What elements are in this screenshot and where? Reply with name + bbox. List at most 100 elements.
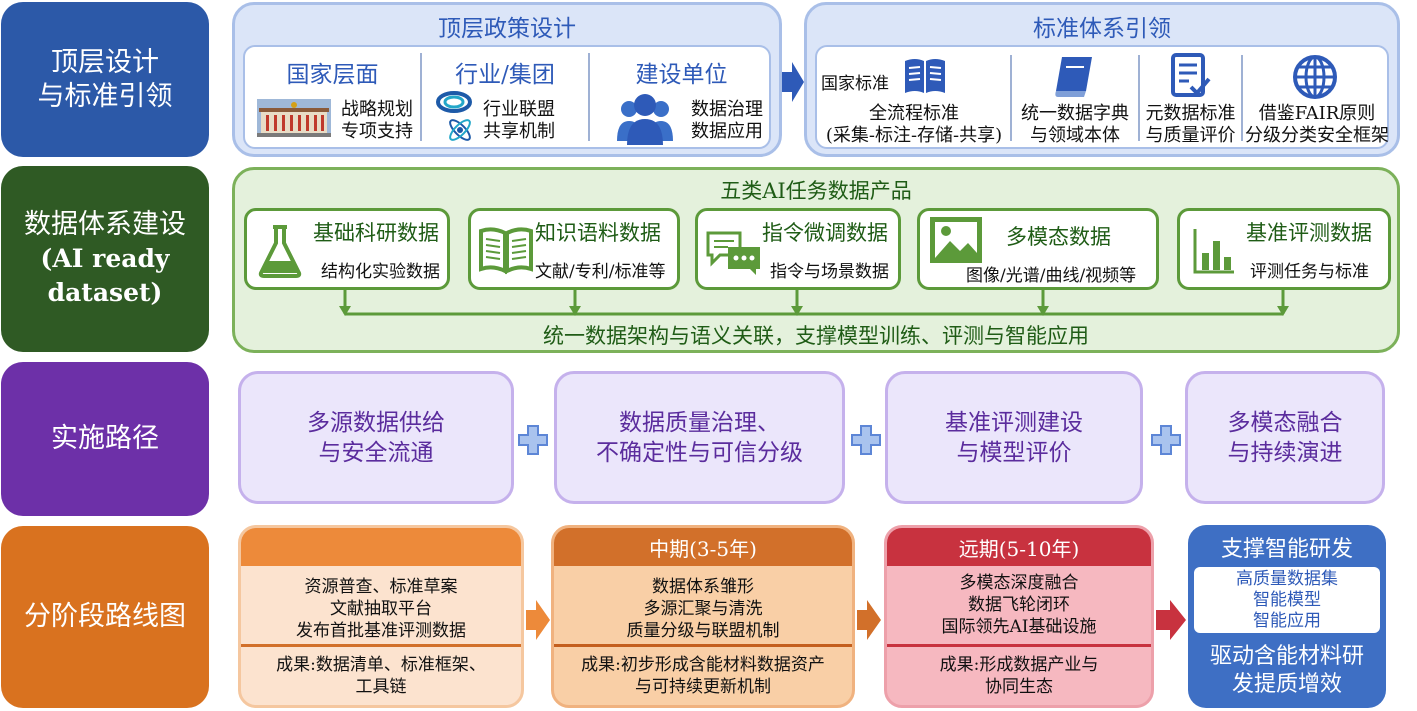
path-box-supply: 多源数据供给 与安全流通 [238,371,514,504]
policy-unit-text: 数据治理 数据应用 [691,99,763,143]
divider [241,644,521,647]
product-box-research: 基础科研数据 结构化实验数据 [244,208,450,290]
product-box-multimodal: 多模态数据 图像/光谱/曲线/视频等 [917,208,1159,290]
text-line: 成果:形成数据产业与 [939,655,1099,675]
text-line: 基准评测建设 [945,409,1083,436]
product-box-instruction: 指令微调数据 指令与场景数据 [695,208,901,290]
text-line: 行业联盟 [483,99,555,120]
row-label-line: 分阶段路线图 [24,601,186,632]
divider [887,644,1151,647]
policy-national-title: 国家层面 [286,62,379,88]
product-sub: 评测任务与标准 [1250,262,1369,282]
standards-title: 标准体系引领 [1033,16,1171,42]
standard-item-1: 全流程标准 (采集-标注-存储-共享) [819,103,1009,147]
text-line: 与持续演进 [1227,439,1343,466]
open-book-icon [903,53,947,97]
row-label-line: dataset) [47,278,163,307]
data-products-panel: 五类AI任务数据产品 基础科研数据 结构化实验数据 知识语料数据 文献/专利/标… [232,167,1400,353]
plus-icon [517,424,549,456]
phase-content: 多模态深度融合 数据飞轮闭环 国际领先AI基础设施 [887,572,1151,638]
people-group-icon [615,89,675,145]
text-line: 统一数据字典 [1021,103,1129,124]
text-line: 分级分类安全框架 [1245,125,1389,146]
standard-item-2: 统一数据字典 与领域本体 [1012,103,1138,147]
support-box: 支撑智能研发 高质量数据集 智能模型 智能应用 驱动含能材料研 发提质增效 [1188,525,1386,708]
row-label-data-system: 数据体系建设 (AI ready dataset) [1,166,209,352]
open-book-icon [479,225,533,275]
dictionary-book-icon [1052,53,1100,101]
text-line: 与领域本体 [1030,125,1120,146]
national-standard-badge: 国家标准 [821,69,889,94]
product-box-benchmark: 基准评测数据 评测任务与标准 [1177,208,1391,290]
text-line: 多模态融合 [1227,409,1343,436]
phase-mid-term: 中期(3-5年) 数据体系雏形 多源汇聚与清洗 质量分级与联盟机制 成果:初步形… [551,525,855,708]
policy-industry-title: 行业/集团 [455,62,555,88]
text-line: 数据体系雏形 [652,577,754,597]
support-item: 智能模型 [1253,590,1321,610]
flask-icon [257,223,303,279]
text-line: 成果:初步形成含能材料数据资产 [581,655,825,675]
text-line: 工具链 [355,677,407,697]
row-label-line: 实施路径 [51,423,159,454]
policy-title: 顶层政策设计 [438,16,576,42]
product-title: 多模态数据 [1006,225,1111,249]
row-label-implementation: 实施路径 [1,362,209,516]
plus-icon [1150,424,1182,456]
text-line: 多模态深度融合 [959,573,1079,593]
product-sub: 指令与场景数据 [770,262,889,282]
product-sub: 结构化实验数据 [321,262,440,282]
right-arrow-icon [782,60,804,104]
data-products-title: 五类AI任务数据产品 [720,179,912,203]
text-line: 数据治理 [691,99,763,120]
standard-item-3: 元数据标准 与质量评价 [1140,103,1241,147]
policy-inner: 国家层面 战略规划 专项支持 行业/集团 [243,45,771,149]
checklist-document-icon [1169,53,1213,101]
phase-content: 资源普查、标准草案 文献抽取平台 发布首批基准评测数据 [241,576,521,642]
phase-result: 成果:形成数据产业与 协同生态 [887,654,1151,698]
phase-header [241,528,521,566]
product-title: 知识语料数据 [535,221,661,245]
standards-inner: 国家标准 全流程标准 (采集-标注-存储-共享) 统一数据字典 与领域本体 [815,45,1389,149]
text-line: 成果:数据清单、标准框架、 [276,655,486,675]
policy-unit-title: 建设单位 [635,62,728,88]
support-title: 支撑智能研发 [1220,537,1353,562]
phase-header: 中期(3-5年) [554,528,852,566]
support-item: 高质量数据集 [1236,569,1338,589]
product-sub: 图像/光谱/曲线/视频等 [966,266,1137,286]
text-line: 不确定性与可信分级 [596,439,803,466]
standards-panel: 标准体系引领 国家标准 全流程标准 (采集-标注-存储-共享) 统 [804,2,1400,157]
text-line: 与质量评价 [1145,125,1236,146]
path-box-multimodal: 多模态融合 与持续演进 [1185,371,1385,504]
phase-long-term: 远期(5-10年) 多模态深度融合 数据飞轮闭环 国际领先AI基础设施 成果:形… [884,525,1154,708]
image-icon [930,217,982,263]
phase-content: 数据体系雏形 多源汇聚与清洗 质量分级与联盟机制 [554,576,852,642]
support-inner: 高质量数据集 智能模型 智能应用 [1194,567,1380,633]
right-arrow-icon [526,598,550,642]
text-line: 协同生态 [985,677,1053,697]
text-line: 多源数据供给 [307,409,445,436]
text-line: 共享机制 [483,121,555,142]
text-line: (采集-标注-存储-共享) [825,125,1003,146]
support-bottom: 驱动含能材料研 发提质增效 [1188,643,1386,699]
data-products-footer: 统一数据架构与语义关联，支撑模型训练、评测与智能应用 [543,324,1089,348]
text-line: 数据飞轮闭环 [968,595,1070,615]
text-line: 借鉴FAIR原则 [1258,103,1376,124]
row-label-line: (AI ready [40,244,170,273]
product-box-corpus: 知识语料数据 文献/专利/标准等 [468,208,680,290]
text-line: 质量分级与联盟机制 [626,621,780,641]
right-arrow-icon [857,598,881,642]
text-line: 数据应用 [691,121,763,142]
policy-industry-text: 行业联盟 共享机制 [483,99,555,143]
chat-bubbles-icon [706,229,762,277]
row-label-line: 顶层设计 [51,46,159,78]
text-line: 资源普查、标准草案 [304,577,458,597]
policy-national-text: 战略规划 专项支持 [341,99,413,143]
text-line: 国际领先AI基础设施 [941,617,1097,637]
text-line: 与可持续更新机制 [635,677,771,697]
text-line: 数据质量治理、 [619,409,780,436]
connector-arrows [235,290,1397,330]
phase-header: 远期(5-10年) [887,528,1151,566]
product-sub: 文献/专利/标准等 [535,262,666,282]
bar-chart-icon [1192,227,1236,275]
product-title: 指令微调数据 [762,221,888,245]
